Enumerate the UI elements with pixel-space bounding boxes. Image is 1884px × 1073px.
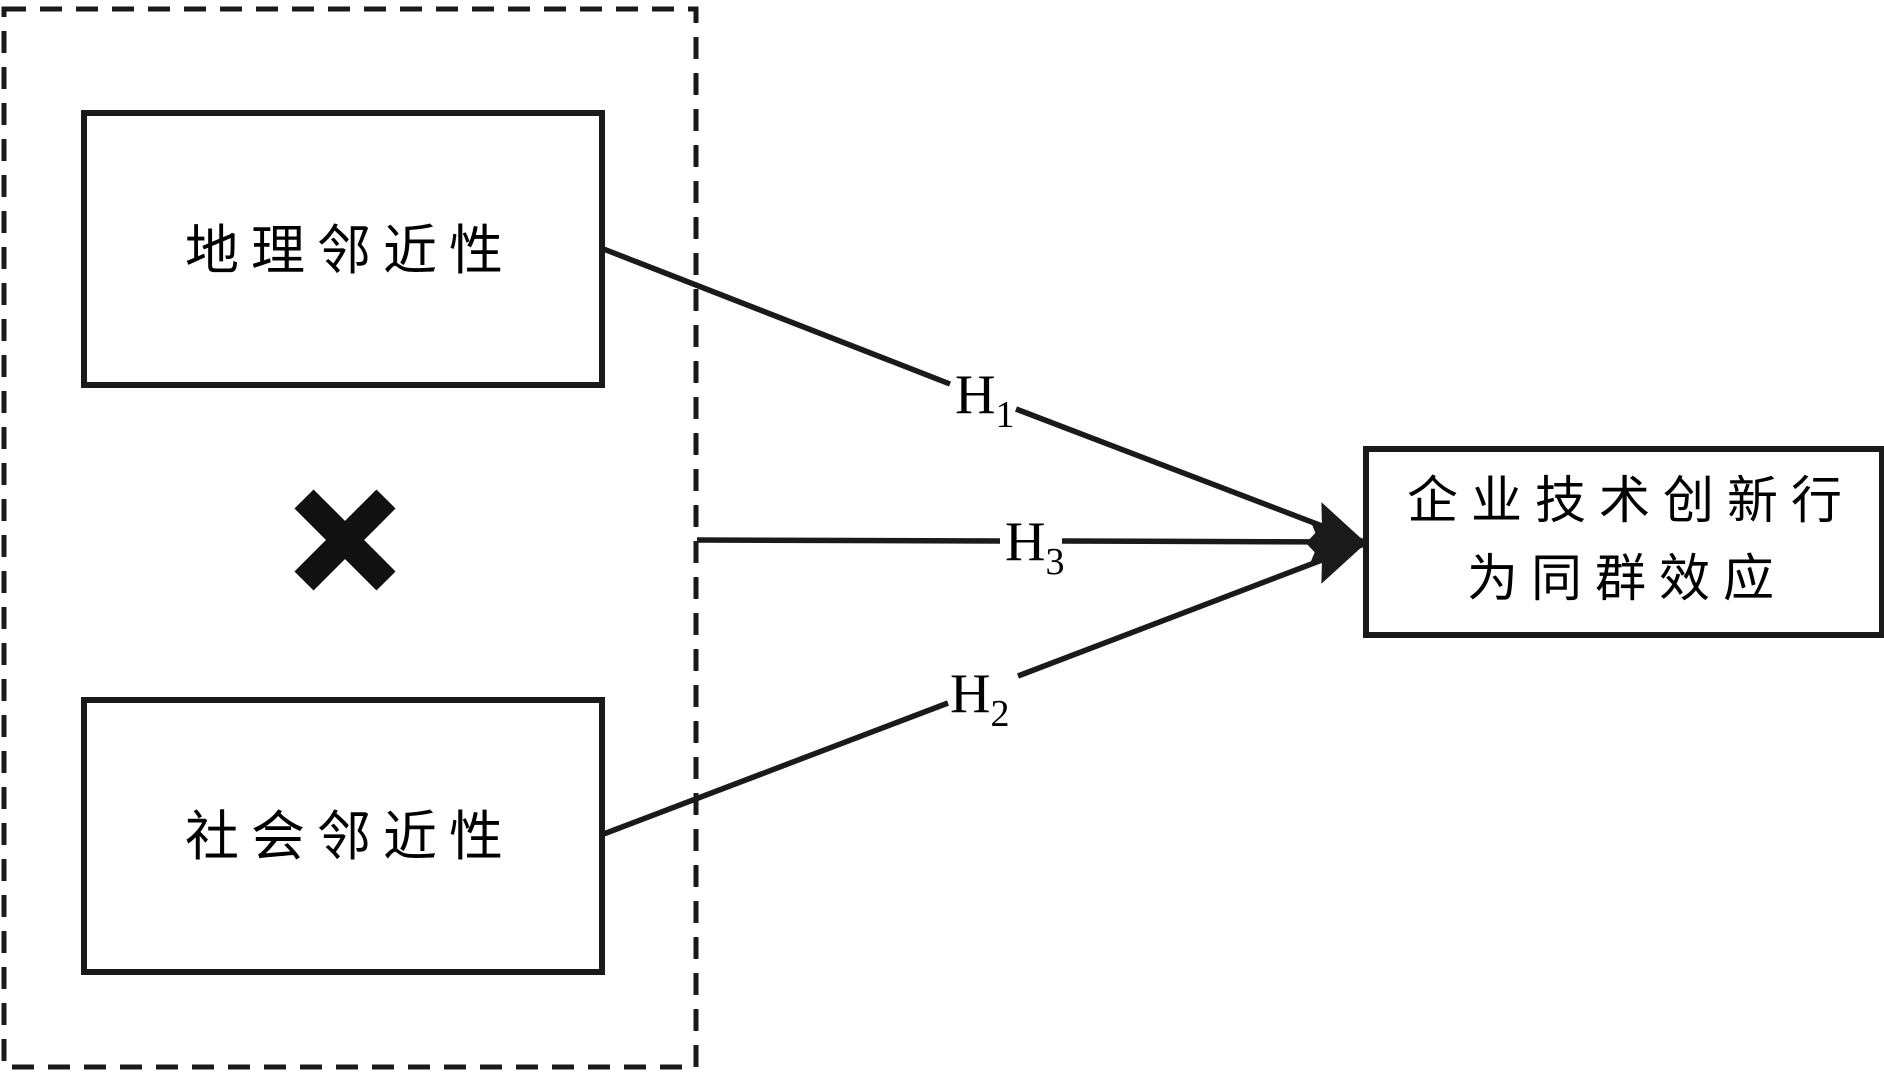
interaction-x-icon [294, 489, 396, 591]
arrow-h2: H2 [600, 541, 1366, 838]
geo-proximity-group: 地理邻近性 [81, 110, 605, 388]
h2-letter: H [950, 663, 990, 725]
outcome-label-line1: 企业技术创新行 [1407, 474, 1855, 530]
h1-letter: H [955, 364, 995, 426]
arrow-h3-segment-right [1061, 519, 1366, 564]
social-proximity-box [81, 697, 605, 975]
arrow-h2-segment-right [1017, 541, 1366, 679]
h1-label: H1 [955, 364, 1014, 436]
outcome-label-line2: 为同群效应 [1467, 552, 1787, 608]
arrow-h1-segment-right [1015, 406, 1366, 545]
h1-subscript: 1 [995, 394, 1014, 436]
outcome-box [1363, 446, 1884, 638]
arrow-h1: H1 [600, 245, 1366, 545]
h2-subscript: 2 [990, 693, 1009, 735]
social-proximity-group: 社会邻近性 [81, 697, 605, 975]
outcome-group: 企业技术创新行 为同群效应 [1363, 446, 1884, 638]
moderators-dashed-frame [1, 6, 699, 1070]
h3-subscript: 3 [1045, 541, 1064, 583]
arrow-h3: H3 [696, 511, 1366, 583]
h3-letter: H [1005, 511, 1045, 573]
h2-label: H2 [950, 663, 1009, 735]
h3-label: H3 [1005, 511, 1064, 583]
arrow-h2-segment-left [600, 700, 949, 838]
arrow-h1-segment-left [600, 245, 951, 387]
geo-proximity-label: 地理邻近性 [185, 221, 515, 281]
social-proximity-label: 社会邻近性 [185, 807, 515, 867]
arrow-h3-segment-left [696, 537, 1001, 544]
